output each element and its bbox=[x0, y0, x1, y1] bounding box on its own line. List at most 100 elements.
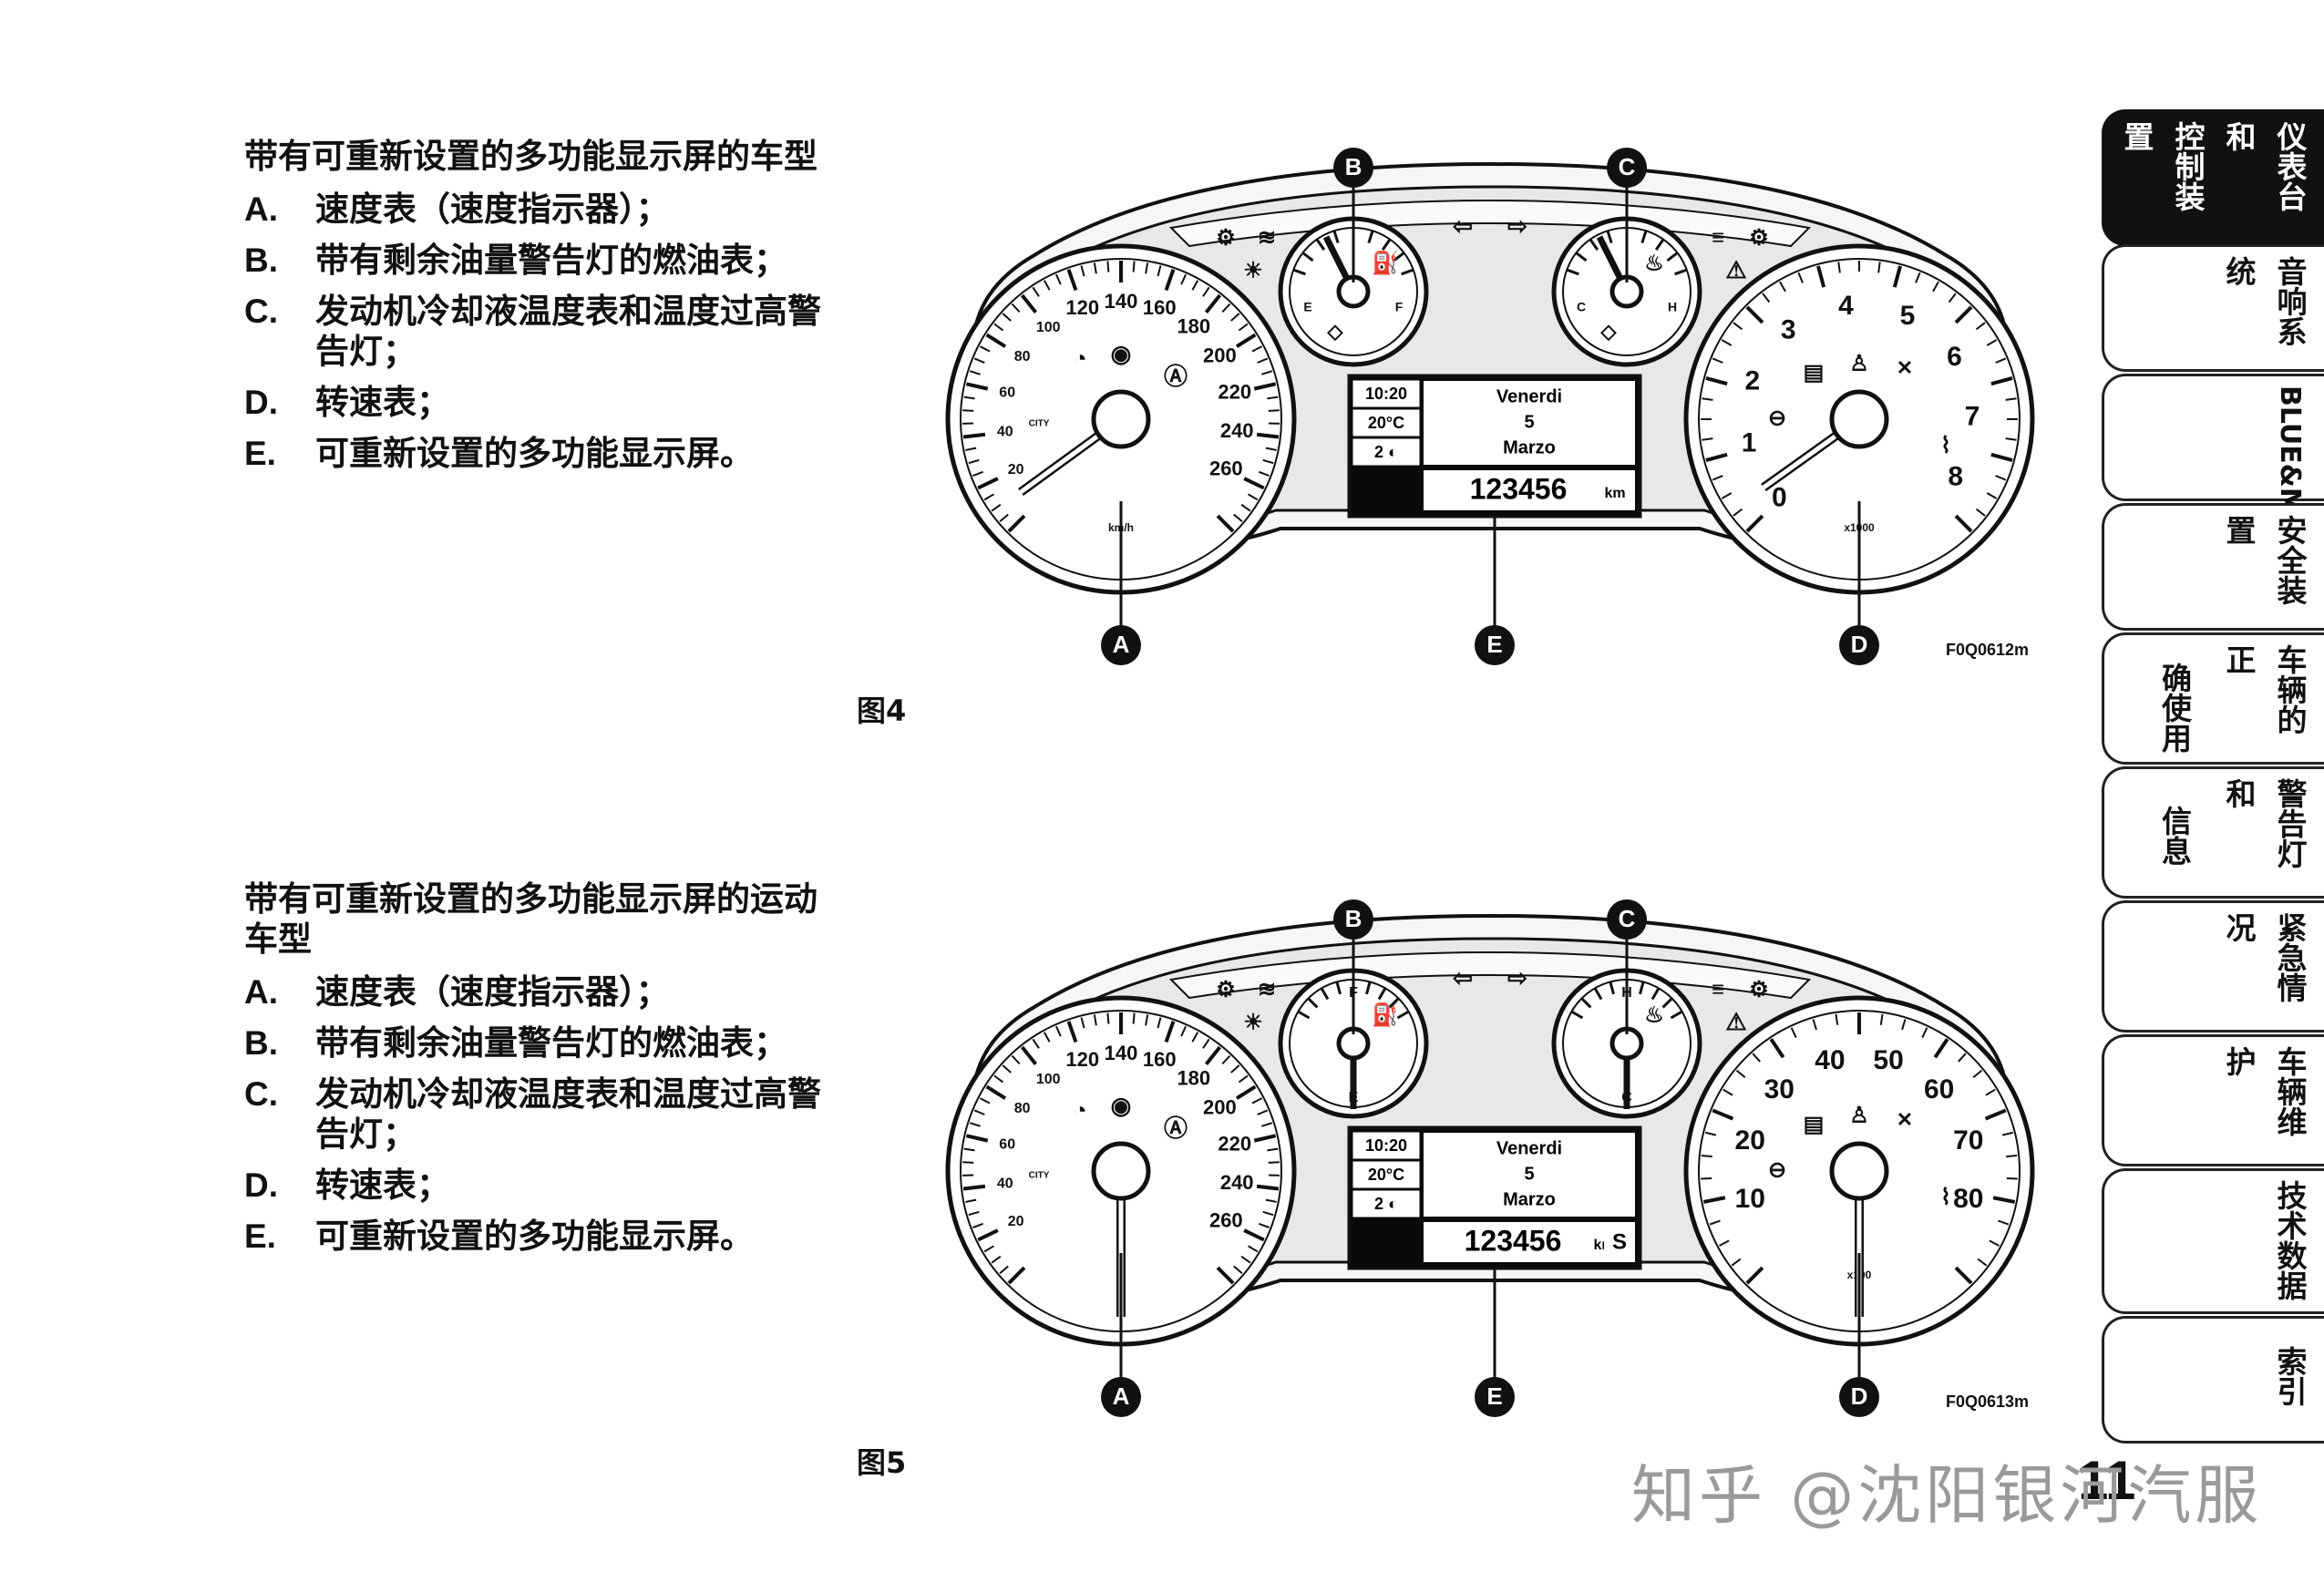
display-time: 10:20 bbox=[1365, 1136, 1407, 1155]
speedometer-tick bbox=[1256, 1184, 1280, 1191]
temp-gauge-label-low: C bbox=[1577, 300, 1586, 314]
tab-instruments[interactable]: 仪表台和控制装置 bbox=[2102, 109, 2324, 246]
tachometer-tick bbox=[1712, 357, 1723, 364]
item-label: B. bbox=[244, 1024, 278, 1062]
list-item: C.发动机冷却液温度表和温度过高警告灯； bbox=[244, 292, 828, 372]
speedometer-tick bbox=[1221, 1054, 1231, 1064]
fuel-gauge-tick bbox=[1388, 997, 1400, 1009]
turn-left-icon: ⇦ bbox=[1453, 212, 1473, 240]
temp-gauge-tick bbox=[1575, 252, 1588, 262]
temp-gauge-tick bbox=[1650, 987, 1661, 1001]
tachometer-tick-label: 1 bbox=[1742, 428, 1757, 458]
tab-safety[interactable]: 安全装置 bbox=[2102, 503, 2324, 631]
speedometer-tick bbox=[1032, 286, 1040, 297]
tab-emergency[interactable]: 紧急情况 bbox=[2102, 900, 2324, 1033]
battery-icon: ⊖ bbox=[1768, 406, 1786, 430]
speedometer-tick-label: 40 bbox=[997, 1176, 1013, 1192]
display-date-panel bbox=[1424, 381, 1635, 465]
speedometer-tick bbox=[977, 477, 999, 490]
tab-warnings[interactable]: 警告灯和信息 bbox=[2102, 766, 2324, 899]
tachometer-tick-label: 7 bbox=[1965, 402, 1980, 432]
tachometer-tick bbox=[2005, 437, 2017, 441]
tachometer-tick bbox=[1702, 1196, 1726, 1204]
speedometer-tick bbox=[1191, 280, 1199, 291]
speedometer-tick bbox=[1216, 514, 1235, 533]
tachometer-tick bbox=[1704, 1131, 1717, 1136]
speedometer-tick bbox=[1235, 1084, 1257, 1100]
service-icon: Ⓐ bbox=[1164, 1115, 1188, 1142]
speedometer-tick-label: 180 bbox=[1177, 315, 1210, 338]
tachometer-tick bbox=[1701, 1176, 1712, 1180]
tachometer-tick bbox=[1915, 272, 1921, 283]
tachometer-tick-label: 2 bbox=[1745, 365, 1761, 396]
tachometer-tick bbox=[1702, 437, 1713, 441]
speedometer-tick bbox=[1032, 1038, 1040, 1049]
tab-blueme[interactable]: BLUE&ME bbox=[2102, 374, 2324, 533]
tab-index[interactable]: 索引 bbox=[2102, 1316, 2324, 1444]
speedometer-tick-label: 120 bbox=[1065, 1048, 1099, 1071]
tachometer-tick bbox=[1733, 508, 1743, 517]
speedometer-tick bbox=[1261, 370, 1273, 375]
tab-maintenance[interactable]: 车辆维护 bbox=[2102, 1034, 2324, 1166]
hazard-icon: ⚠ bbox=[1725, 256, 1746, 283]
item-text: 转速表； bbox=[315, 1166, 450, 1205]
tachometer-tick bbox=[1975, 508, 1986, 517]
display-temp: 20°C bbox=[1368, 1166, 1404, 1184]
temp-gauge-tick bbox=[1661, 997, 1673, 1009]
list-item: A.速度表（速度指示器）； bbox=[244, 190, 828, 230]
item-text: 速度表（速度指示器）； bbox=[315, 972, 670, 1012]
fuel-gauge-label-low: E bbox=[1303, 300, 1311, 314]
speedometer-tick-label: 200 bbox=[1203, 1096, 1237, 1119]
speedometer-tick-label: 80 bbox=[1014, 1101, 1031, 1116]
temp-gauge-tick bbox=[1580, 997, 1592, 1009]
speedometer-tick bbox=[985, 333, 1007, 348]
tachometer-tick bbox=[1769, 1038, 1785, 1059]
temp-gauge-tick bbox=[1666, 252, 1679, 262]
speedometer-tick bbox=[1093, 1014, 1097, 1026]
speedometer-tick-label: 240 bbox=[1220, 419, 1254, 442]
tachometer-tick-label: 80 bbox=[1953, 1184, 1983, 1214]
callout-label: E bbox=[1486, 631, 1502, 658]
tachometer-tick bbox=[1731, 1258, 1742, 1267]
item-text: 带有剩余油量警告灯的燃油表； bbox=[315, 1023, 787, 1063]
low-beam-icon: ≡ bbox=[1712, 225, 1724, 250]
tachometer-tick bbox=[1705, 376, 1728, 386]
callout-badge bbox=[1101, 1377, 1141, 1417]
tachometer-tick bbox=[1972, 1069, 1983, 1079]
tachometer-tick bbox=[1721, 492, 1733, 499]
speedometer-tick-label: 60 bbox=[999, 385, 1015, 401]
display-date: 5 bbox=[1524, 1164, 1534, 1184]
section-title: 带有可重新设置的多功能显示屏的运动车型 bbox=[244, 879, 818, 959]
figure-code: F0Q0613m bbox=[1946, 1392, 2030, 1411]
tab-label: 技术数据 bbox=[2272, 1180, 2308, 1300]
fuel-gauge-tick bbox=[1335, 981, 1342, 995]
item-text: 速度表（速度指示器）； bbox=[315, 190, 670, 229]
speedometer-tick bbox=[993, 323, 1004, 332]
tachometer-tick bbox=[1990, 452, 2013, 462]
speedometer-tick bbox=[985, 1084, 1007, 1100]
tachometer-tick bbox=[1752, 1053, 1761, 1063]
speedometer-city-label: CITY bbox=[1029, 419, 1050, 429]
fuel-gauge-tick bbox=[1365, 981, 1372, 995]
speedometer-tick bbox=[993, 1074, 1004, 1084]
speedometer-tick-label: 260 bbox=[1209, 457, 1243, 479]
speedometer-tick bbox=[977, 1228, 999, 1242]
tab-tech-data[interactable]: 技术数据 bbox=[2102, 1168, 2324, 1314]
speedometer-tick bbox=[1257, 1109, 1269, 1115]
speedometer-tick bbox=[963, 396, 975, 400]
item-label: D. bbox=[244, 1166, 278, 1204]
tab-label: 警告灯和 bbox=[2221, 778, 2308, 868]
tachometer-tick bbox=[1985, 1088, 1996, 1096]
tab-audio[interactable]: 音响系统 bbox=[2102, 244, 2324, 372]
tachometer-tick-label: 6 bbox=[1947, 342, 1962, 372]
figure-caption: 图5 bbox=[857, 1445, 907, 1480]
tab-label: 车辆的正 bbox=[2221, 644, 2308, 735]
tab-label: 音响系统 bbox=[2221, 256, 2308, 346]
speedometer-tick bbox=[1020, 1045, 1038, 1065]
temp-gauge-tick bbox=[1609, 981, 1615, 995]
tab-correct-use[interactable]: 车辆的正确使用 bbox=[2102, 632, 2324, 765]
tachometer-tick-label: 50 bbox=[1873, 1045, 1903, 1075]
speedometer-tick-label: 180 bbox=[1177, 1067, 1210, 1090]
speedometer-tick bbox=[965, 382, 989, 391]
